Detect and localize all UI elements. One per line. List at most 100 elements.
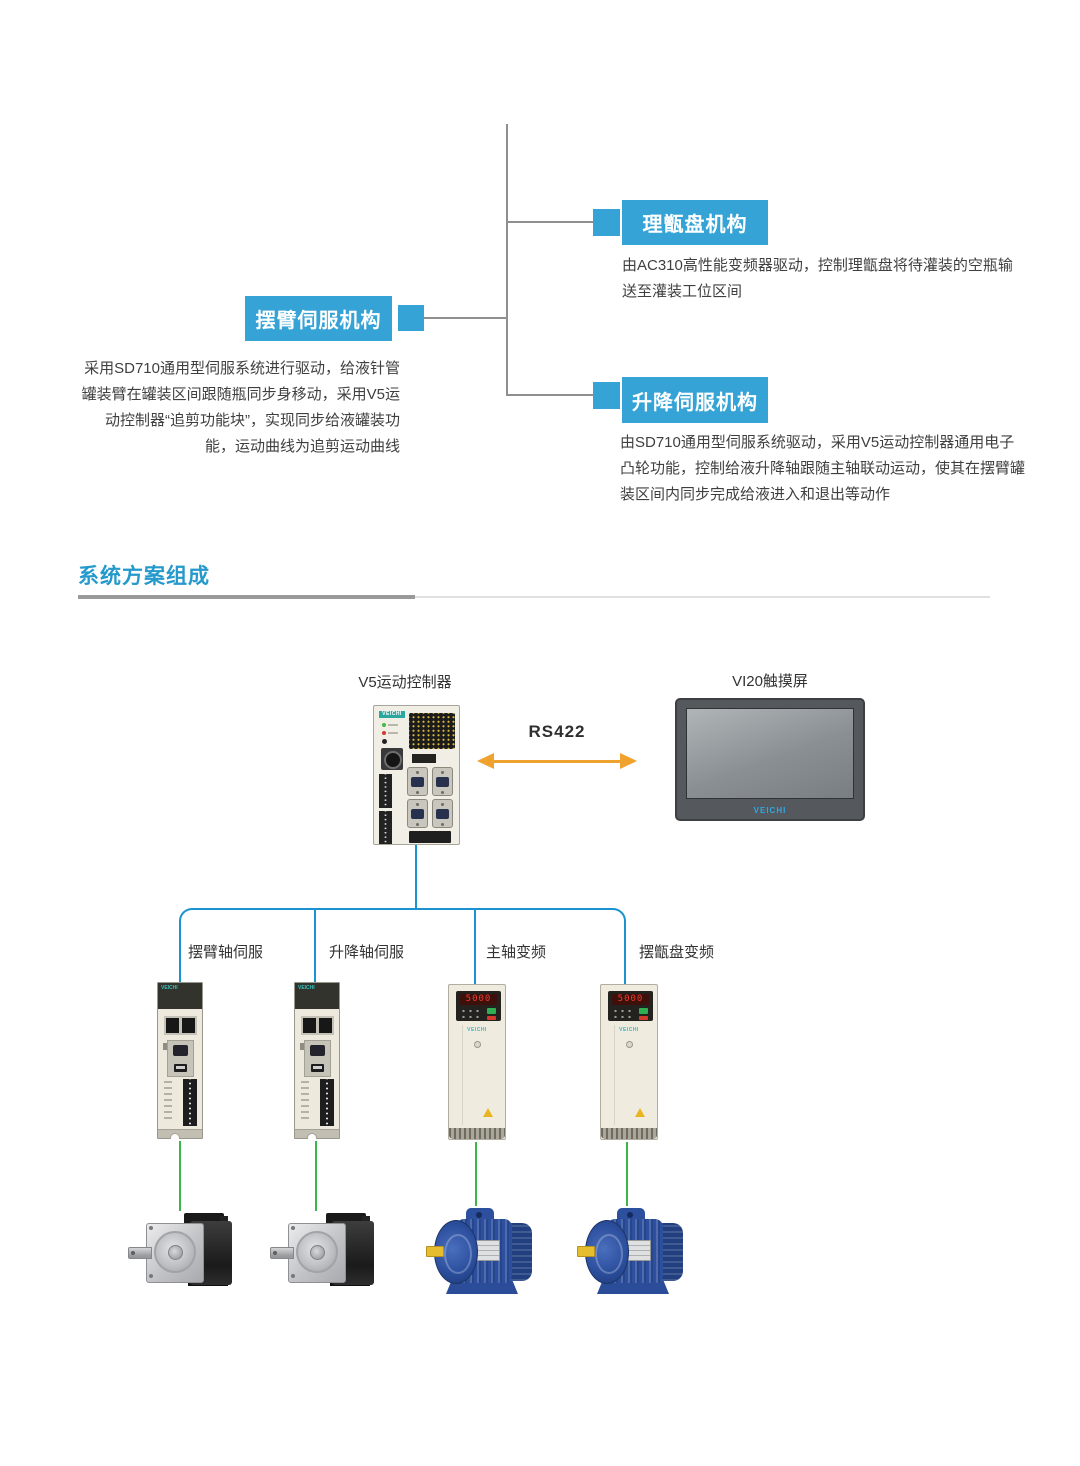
stop-button — [639, 1016, 648, 1020]
dsub-connector — [407, 799, 428, 828]
tree-branch-line-bottom-right — [507, 394, 594, 396]
drive-base — [295, 1129, 339, 1138]
motor-cable-2 — [315, 1141, 317, 1211]
vi20-touchscreen-image: VEICHI — [675, 698, 865, 821]
bus-leg-3 — [474, 910, 476, 984]
node-label: 理甑盘机构 — [642, 214, 748, 236]
touchscreen-screen — [686, 708, 854, 799]
terminal-strip — [379, 774, 392, 808]
controller-drop-line — [415, 845, 417, 909]
rj45-ports — [164, 1016, 197, 1035]
stop-button — [487, 1016, 496, 1020]
veichi-logo: VEICHI — [619, 1027, 639, 1033]
inverter-knob — [474, 1041, 481, 1048]
controller-button — [382, 739, 387, 744]
drive-mark — [163, 1043, 170, 1050]
node-label: 升降伺服机构 — [632, 391, 758, 414]
dsub-connector — [173, 1045, 188, 1056]
motor-fan-end — [508, 1223, 532, 1281]
dsub-connector — [407, 767, 428, 796]
tree-branch-line-top-right — [507, 221, 594, 223]
veichi-logo: VEICHI — [161, 985, 178, 991]
servo-drive-image-2: VEICHI — [294, 982, 340, 1139]
drive-notch — [170, 1133, 180, 1139]
drive-terminal-block — [183, 1079, 197, 1126]
inverter-knob — [626, 1041, 633, 1048]
warning-triangle-icon — [483, 1108, 493, 1117]
drive-notch — [307, 1133, 317, 1139]
inverter-image-2: 5000 VEICHI — [600, 984, 658, 1140]
servo-motor-image-2 — [270, 1213, 374, 1293]
veichi-logo: VEICHI — [379, 711, 405, 718]
drive-indicator-marks — [301, 1081, 309, 1123]
motor-cable-1 — [179, 1141, 181, 1211]
rs422-double-arrow — [477, 752, 637, 770]
inverter-keypad: 5000 — [456, 991, 501, 1021]
tree-branch-line-left — [423, 317, 507, 319]
drive-base — [158, 1129, 202, 1138]
drive-connector-panel — [304, 1040, 331, 1077]
run-button — [639, 1008, 648, 1014]
servo-drive-image-1: VEICHI — [157, 982, 203, 1139]
drive-header: VEICHI — [295, 983, 339, 1009]
veichi-logo: VEICHI — [298, 985, 315, 991]
bus-leg-1 — [179, 932, 181, 982]
inverter-vent-base — [601, 1128, 657, 1139]
induction-motor-image-1 — [426, 1206, 532, 1298]
v5-controller-image: VEICHI — [373, 705, 460, 845]
mini-port — [412, 754, 436, 763]
arrow-bar — [489, 760, 625, 763]
veichi-logo: VEICHI — [467, 1027, 487, 1033]
induction-motor-image-2 — [577, 1206, 683, 1298]
branch-label-swing-arm-servo: 摆臂轴伺服 — [188, 944, 264, 961]
motor-hub — [310, 1245, 325, 1260]
warning-triangle-icon — [635, 1108, 645, 1117]
veichi-logo: VEICHI — [753, 806, 787, 815]
motor-hub — [168, 1245, 183, 1260]
branch-label-lift-servo: 升降轴伺服 — [329, 944, 405, 961]
usb-port — [311, 1064, 324, 1072]
node-label: 摆臂伺服机构 — [255, 310, 382, 332]
inverter-image-1: 5000 VEICHI — [448, 984, 506, 1140]
node-box-tray-mechanism: 理甑盘机构 — [622, 200, 768, 245]
rj45-ports — [301, 1016, 334, 1035]
led-matrix-panel — [409, 713, 455, 749]
status-led-green — [382, 723, 386, 727]
section-divider-dark — [78, 595, 415, 599]
led-label-mark — [388, 724, 398, 726]
drive-terminal-block — [320, 1079, 334, 1126]
inverter-door-seam — [462, 1025, 463, 1125]
motor-feet — [446, 1280, 518, 1294]
controller-label: V5运动控制器 — [358, 674, 452, 691]
motor-fan-end — [659, 1223, 683, 1281]
dsub-connector — [432, 767, 453, 796]
tree-trunk-line — [506, 124, 508, 396]
run-button — [487, 1008, 496, 1014]
arrow-head-right — [620, 753, 637, 769]
motor-cable-4 — [626, 1142, 628, 1206]
arrow-head-left — [477, 753, 494, 769]
node-connector-square — [593, 209, 620, 236]
node-desc-tray-mechanism: 由AC310高性能变频器驱动，控制理甑盘将待灌装的空瓶输送至灌装工位区间 — [622, 257, 1013, 300]
inverter-keypad: 5000 — [608, 991, 653, 1021]
motor-cable-3 — [475, 1142, 477, 1206]
drive-connector-panel — [167, 1040, 194, 1077]
branch-label-spindle-vfd: 主轴变频 — [486, 944, 547, 961]
branch-label-tray-vfd: 摆甑盘变频 — [639, 944, 715, 961]
led-label-mark — [388, 732, 398, 734]
inverter-door-seam — [614, 1025, 615, 1125]
terminal-strip — [379, 811, 392, 844]
motor-shaft — [128, 1247, 152, 1259]
drive-indicator-marks — [164, 1081, 172, 1123]
node-box-swing-arm-servo: 摆臂伺服机构 — [245, 296, 392, 341]
inverter-display: 5000 — [460, 994, 497, 1005]
status-led-red — [382, 731, 386, 735]
keypad-buttons — [460, 1008, 480, 1018]
round-connector — [381, 748, 403, 770]
node-desc-swing-arm-servo: 采用SD710通用型伺服系统进行驱动，给液针管罐装臂在罐装区间跟随瓶同步身移动，… — [81, 360, 400, 455]
drive-mark — [300, 1043, 307, 1050]
bus-leg-4 — [624, 932, 626, 984]
node-box-lift-servo: 升降伺服机构 — [622, 377, 768, 423]
motor-shaft — [270, 1247, 294, 1259]
